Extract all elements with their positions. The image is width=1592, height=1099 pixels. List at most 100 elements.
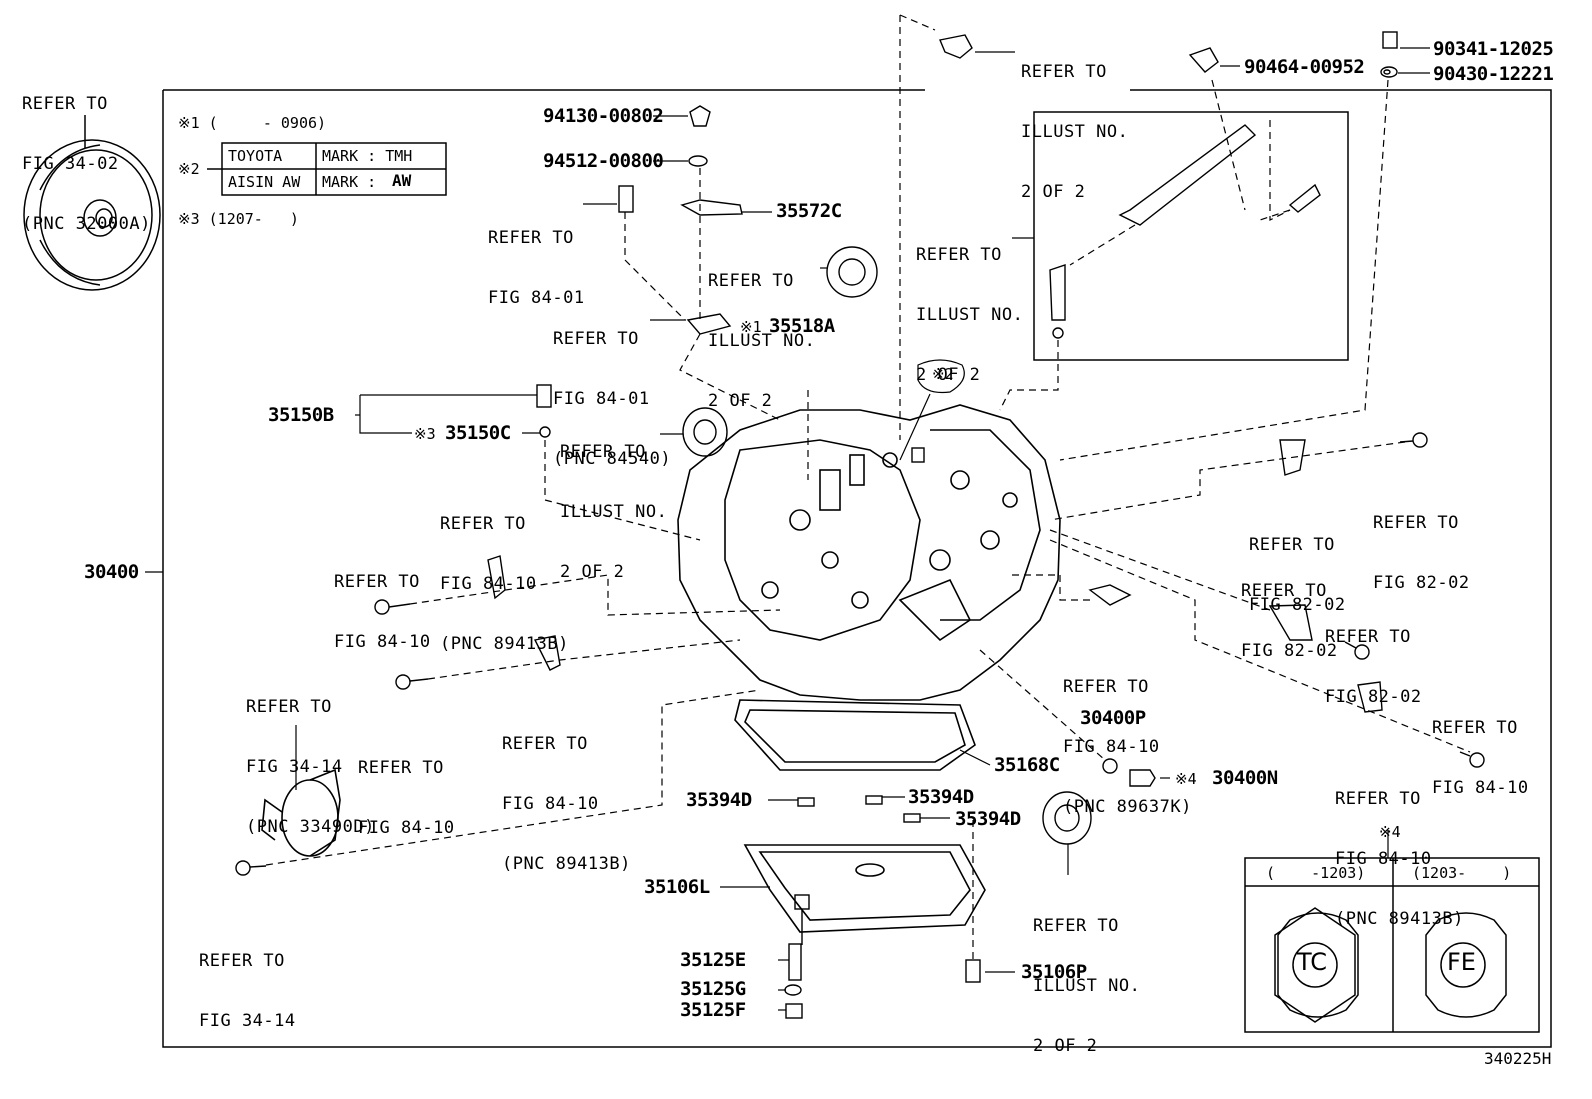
ref-line: 2 OF 2: [708, 391, 773, 411]
table-tmh: MARK : TMH: [322, 147, 413, 165]
legend-marker-4: ※4: [1379, 823, 1401, 841]
refer-fig-84-10-a[interactable]: REFER TO FIG 84-10 (PNC 89413B): [440, 474, 569, 674]
part-35150b[interactable]: 35150B: [268, 404, 334, 426]
part-35125e[interactable]: 35125E: [680, 949, 746, 971]
part-35106p[interactable]: 35106P: [1021, 961, 1087, 983]
part-30400n[interactable]: 30400N: [1212, 767, 1278, 789]
part-94130-00802[interactable]: 94130-00802: [543, 105, 664, 127]
ref-line: FIG 82-02: [1241, 641, 1338, 661]
pan-gasket: [734, 699, 976, 771]
part-35394d-c[interactable]: 35394D: [955, 808, 1021, 830]
part-35394d-a[interactable]: 35394D: [686, 789, 752, 811]
refer-fig-84-10-f[interactable]: REFER TO FIG 84-10: [1432, 678, 1529, 818]
ref-line: REFER TO: [1241, 581, 1327, 601]
part-94512-00800[interactable]: 94512-00800: [543, 150, 664, 172]
ref-line: (PNC 89413B): [502, 854, 631, 874]
part-35106l[interactable]: 35106L: [644, 876, 710, 898]
refer-fig-84-10-b[interactable]: REFER TO FIG 84-10: [334, 532, 431, 672]
table-aisin: AISIN AW: [228, 173, 301, 191]
ref-line: ILLUST NO.: [560, 502, 668, 522]
refer-fig-84-10-g[interactable]: REFER TO FIG 84-10 (PNC 89413B): [1335, 749, 1464, 949]
part-90464-00952[interactable]: 90464-00952: [1244, 56, 1365, 78]
refer-fig-84-10-e[interactable]: REFER TO FIG 84-10 (PNC 89637K): [1063, 637, 1192, 837]
ref-line: REFER TO: [502, 734, 588, 754]
ref-line: (PNC 32000A): [22, 214, 151, 234]
ref-line: FIG 84-10: [334, 632, 431, 652]
refer-fig-82-02-c[interactable]: REFER TO FIG 82-02: [1241, 541, 1338, 681]
refer-fig-82-02-a[interactable]: REFER TO FIG 82-02: [1373, 473, 1470, 613]
ref-line: FIG 84-10: [440, 574, 537, 594]
aisin-logo: AW: [392, 171, 412, 190]
ref-line: (PNC 89413B): [1335, 909, 1464, 929]
ref-line: REFER TO: [440, 514, 526, 534]
ref-line: ILLUST NO.: [708, 331, 816, 351]
part-30400p[interactable]: 30400P: [1080, 707, 1146, 729]
ref-line: 2 OF 2: [560, 562, 625, 582]
refer-fig-34-14-b[interactable]: REFER TO FIG 34-14: [199, 911, 296, 1051]
inset-box: [1033, 111, 1349, 361]
ref-line: FIG 84-10: [502, 794, 599, 814]
ref-line: ILLUST NO.: [1021, 122, 1129, 142]
table-toyota: TOYOTA: [228, 147, 283, 165]
ref-line: FIG 34-14: [199, 1011, 296, 1031]
ref-line: FIG 84-10: [358, 818, 455, 838]
ref-line: REFER TO: [246, 697, 332, 717]
ref-line: FIG 34-14: [246, 757, 343, 777]
legend-caps: [1274, 907, 1507, 1023]
ref-line: ILLUST NO.: [1033, 976, 1141, 996]
part-35394d-b[interactable]: 35394D: [908, 786, 974, 808]
part-90341-12025[interactable]: 90341-12025: [1433, 38, 1554, 60]
part-35125f[interactable]: 35125F: [680, 999, 746, 1021]
refer-illust-c[interactable]: REFER TO ILLUST NO. 2 OF 2: [1021, 22, 1128, 222]
refer-illust-b[interactable]: REFER TO ILLUST NO. 2 OF 2: [560, 402, 667, 602]
part-30400[interactable]: 30400: [84, 561, 139, 583]
ref-line: FIG 34-02: [22, 154, 119, 174]
ref-line: FIG 84-01: [488, 288, 585, 308]
legend-header-left: ( -1203): [1266, 864, 1366, 882]
refer-fig-84-01-a[interactable]: REFER TO FIG 84-01: [488, 188, 585, 328]
part-35168c[interactable]: 35168C: [994, 754, 1060, 776]
legend-header-right: (1203- ): [1412, 864, 1512, 882]
ref-line: REFER TO: [199, 951, 285, 971]
refer-illust-d[interactable]: REFER TO ILLUST NO. 2 OF 2: [916, 205, 1023, 405]
ref-line: FIG 84-10: [1063, 737, 1160, 757]
marker-1: ※1: [740, 318, 762, 336]
refer-fig-84-10-d[interactable]: REFER TO FIG 84-10 (PNC 89413B): [502, 694, 631, 894]
refer-fig-34-02[interactable]: REFER TO FIG 34-02 (PNC 32000A): [22, 54, 151, 254]
refer-fig-84-01-b[interactable]: REFER TO FIG 84-01 (PNC 84540): [553, 289, 671, 489]
part-35572c[interactable]: 35572C: [776, 200, 842, 222]
ref-line: FIG 84-10: [1432, 778, 1529, 798]
marker-3: ※3: [414, 425, 436, 443]
ref-line: (PNC 89637K): [1063, 797, 1192, 817]
refer-fig-82-02-b[interactable]: REFER TO FIG 82-02: [1249, 495, 1346, 635]
ref-line: REFER TO: [708, 271, 794, 291]
note-3: ※3 (1207- ): [178, 210, 299, 228]
refer-illust-e[interactable]: REFER TO ILLUST NO. 2 OF 2: [1033, 876, 1140, 1076]
ref-line: (PNC 33490D): [246, 817, 375, 837]
part-35150c[interactable]: 35150C: [445, 422, 511, 444]
refer-fig-84-10-c[interactable]: REFER TO FIG 84-10: [358, 718, 455, 858]
ref-line: REFER TO: [1063, 677, 1149, 697]
ref-line: REFER TO: [1021, 62, 1107, 82]
refer-fig-82-02-d[interactable]: REFER TO FIG 82-02: [1325, 587, 1422, 727]
small-parts: [235, 31, 1485, 1019]
figure-code: 340225H: [1484, 1049, 1552, 1068]
oil-cooler: [261, 768, 341, 857]
oil-pan: [743, 844, 986, 933]
ref-line: (PNC 84540): [553, 449, 672, 469]
refer-fig-34-14-a[interactable]: REFER TO FIG 34-14 (PNC 33490D): [246, 657, 375, 857]
ref-line: FIG 82-02: [1249, 595, 1346, 615]
ref-line: REFER TO: [358, 758, 444, 778]
ref-line: REFER TO: [488, 228, 574, 248]
legend-cap-fe: FE: [1447, 948, 1476, 976]
ref-line: REFER TO: [1249, 535, 1335, 555]
torque-converter: [23, 115, 161, 291]
refer-illust-a[interactable]: REFER TO ILLUST NO. 2 OF 2: [708, 231, 815, 431]
part-35125g[interactable]: 35125G: [680, 978, 746, 1000]
part-90430-12221[interactable]: 90430-12221: [1433, 63, 1554, 85]
ref-line: 2 OF 2: [1033, 1036, 1098, 1056]
leader-lines: [145, 47, 1430, 1011]
ref-line: (PNC 89413B): [440, 634, 569, 654]
part-35518a[interactable]: 35518A: [769, 315, 835, 337]
